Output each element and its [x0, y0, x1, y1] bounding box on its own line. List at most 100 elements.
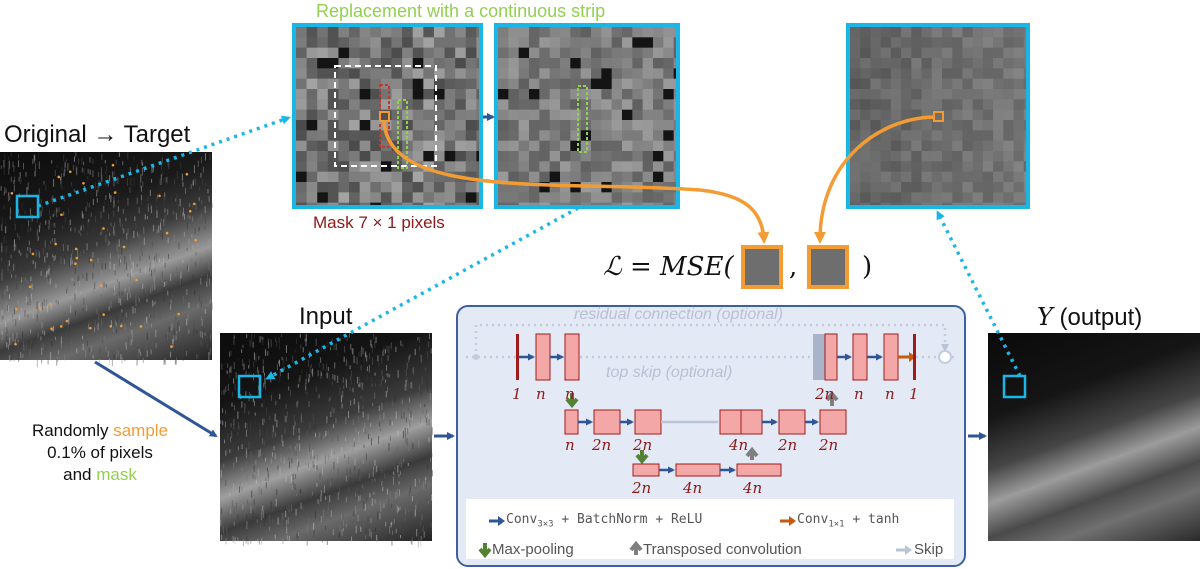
- noise-speck: [387, 386, 389, 393]
- noise-speck: [406, 362, 408, 369]
- noise-speck: [404, 384, 406, 391]
- noise-speck: [159, 178, 161, 185]
- pixel: [663, 47, 675, 59]
- pixel: [359, 78, 371, 90]
- pixel: [962, 192, 974, 204]
- noise-speck: [199, 186, 201, 192]
- pixel: [327, 68, 339, 80]
- pixel: [911, 151, 923, 162]
- pixel: [1023, 151, 1026, 162]
- noise-speck: [274, 413, 276, 422]
- pixel: [611, 192, 623, 204]
- pixel: [560, 58, 571, 69]
- noise-speck: [41, 314, 43, 321]
- noise-speck: [405, 368, 407, 377]
- pixel: [359, 182, 371, 193]
- pixel: [642, 68, 654, 80]
- pixel: [402, 68, 414, 80]
- random-pre: Randomly: [31, 421, 114, 440]
- pixel: [317, 58, 329, 69]
- noise-speck: [37, 235, 39, 241]
- noise-speck: [328, 503, 330, 512]
- input-image: [220, 333, 433, 548]
- noise-speck: [418, 440, 420, 448]
- noise-speck: [241, 483, 243, 492]
- pixel: [359, 120, 371, 131]
- pixel: [370, 120, 382, 131]
- noise-speck: [395, 528, 397, 534]
- pixel: [1003, 192, 1015, 204]
- pixel: [901, 140, 912, 152]
- noise-speck: [388, 346, 390, 354]
- pixel: [901, 99, 912, 111]
- noise-speck: [298, 461, 300, 467]
- pixel: [921, 109, 933, 121]
- noise-speck: [370, 531, 372, 539]
- pixel: [890, 109, 902, 121]
- noise-speck: [100, 293, 102, 298]
- noise-speck: [88, 323, 90, 330]
- noise-speck: [170, 304, 172, 310]
- pixel: [549, 161, 561, 173]
- noise-speck: [4, 153, 6, 161]
- noise-speck: [227, 433, 229, 440]
- noise-speck: [271, 485, 273, 490]
- noise-speck: [118, 290, 120, 299]
- noise-speck: [389, 526, 391, 534]
- noise-speck: [174, 356, 176, 365]
- noise-speck: [226, 533, 228, 540]
- noise-speck: [77, 158, 79, 165]
- noise-speck: [375, 409, 377, 415]
- noise-speck: [420, 540, 422, 547]
- pixel: [412, 27, 424, 38]
- noise-speck: [106, 165, 108, 171]
- noise-speck: [343, 385, 345, 389]
- pixel: [611, 151, 623, 162]
- noise-speck: [32, 159, 34, 165]
- pixel: [306, 89, 318, 100]
- noise-speck: [296, 536, 298, 542]
- pixel: [911, 89, 923, 100]
- noise-speck: [374, 372, 376, 376]
- noise-speck: [176, 330, 178, 335]
- pixel: [1013, 68, 1025, 80]
- noise-speck: [422, 409, 424, 415]
- noise-speck: [265, 477, 267, 482]
- pixel: [327, 192, 339, 204]
- noise-speck: [64, 168, 66, 172]
- pixel: [870, 78, 882, 90]
- pixel: [870, 89, 882, 100]
- noise-speck: [294, 421, 296, 426]
- noise-speck: [13, 244, 15, 252]
- noise-speck: [163, 241, 165, 246]
- pixel: [370, 89, 382, 100]
- sampled-pixel-dot: [49, 302, 52, 306]
- noise-speck: [401, 434, 403, 440]
- noise-speck: [400, 462, 402, 468]
- pixel: [391, 47, 403, 59]
- noise-speck: [90, 212, 92, 218]
- noise-speck: [376, 465, 378, 472]
- pixel: [611, 78, 623, 90]
- pixel: [632, 37, 644, 49]
- pixel: [580, 47, 592, 59]
- noise-speck: [363, 428, 365, 433]
- l1-label-1: 1: [512, 385, 522, 403]
- pixel: [901, 47, 912, 59]
- pixel: [508, 140, 520, 152]
- pixel: [549, 120, 561, 131]
- noise-speck: [159, 258, 161, 263]
- pixel: [380, 202, 392, 205]
- noise-speck: [60, 176, 62, 181]
- noise-speck: [208, 278, 210, 286]
- noise-speck: [75, 165, 77, 173]
- pixel: [663, 89, 675, 100]
- pixel: [370, 109, 382, 121]
- noise-speck: [224, 439, 226, 444]
- pixel: [611, 27, 623, 38]
- noise-speck: [1, 256, 3, 262]
- pixel: [653, 120, 664, 131]
- noise-speck: [167, 253, 169, 259]
- pixel: [349, 68, 361, 80]
- noise-speck: [425, 483, 427, 488]
